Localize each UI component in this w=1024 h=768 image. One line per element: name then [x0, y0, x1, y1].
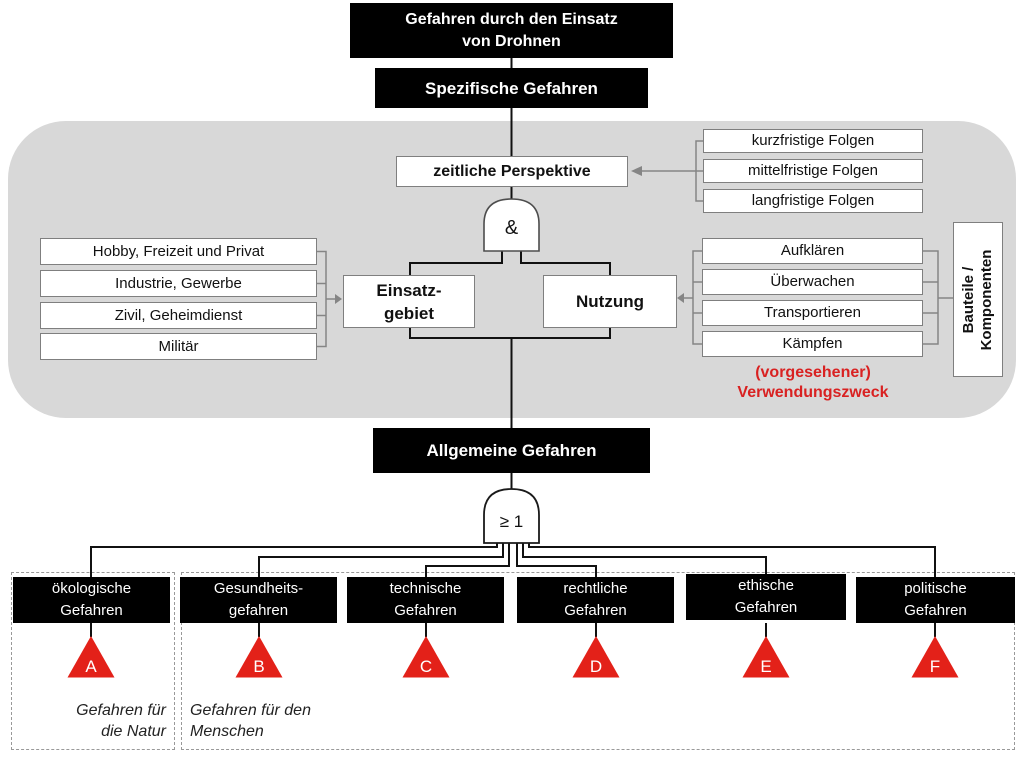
right-item-transportieren: Transportieren [702, 300, 923, 326]
hazard-line2: Gefahren [394, 602, 457, 619]
right-item-label: Transportieren [764, 304, 861, 321]
left-item-hobby: Hobby, Freizeit und Privat [40, 238, 317, 265]
verwendungszweck-line2: Verwendungszweck [737, 384, 889, 401]
verwendungszweck-line1: (vorgesehener) [755, 364, 871, 381]
triangle-e-label: E [760, 657, 771, 676]
hazard-line2: Gefahren [904, 602, 967, 619]
folgen-label: langfristige Folgen [751, 192, 875, 209]
bauteile-line1: Bauteile / [960, 266, 977, 333]
right-item-label: Kämpfen [782, 335, 843, 352]
and-gate [483, 198, 540, 252]
hazard-line1: ökologische [51, 580, 132, 597]
left-item-zivil: Zivil, Geheimdienst [40, 302, 317, 329]
transfer-symbols: A B C D E F [67, 636, 959, 678]
hazard-line2: Gefahren [564, 602, 627, 619]
triangle-b-icon [235, 636, 283, 678]
triangle-f-label: F [930, 657, 940, 676]
hazard-line1: rechtliche [563, 580, 628, 597]
root-title-line1: Gefahren durch den Einsatz [405, 10, 618, 28]
nutzung-box: Nutzung [543, 275, 677, 328]
general-hazards-box: Allgemeine Gefahren [373, 428, 650, 473]
hazard-box-ethisch: ethische Gefahren [686, 574, 846, 620]
bauteile-line2: Komponenten [978, 249, 995, 350]
folgen-item-kurzfristig: kurzfristige Folgen [703, 129, 923, 153]
triangle-c-label: C [420, 657, 432, 676]
tree-connectors [90, 58, 936, 637]
left-item-militaer: Militär [40, 333, 317, 360]
hazard-line1: politische [904, 580, 967, 597]
arrowhead-to-nutzung-icon [677, 293, 684, 303]
hazard-box-technisch: technische Gefahren [347, 577, 504, 623]
specific-hazards-label: Spezifische Gefahren [425, 78, 598, 98]
hazard-line1: technische [389, 580, 462, 597]
hazard-line1: Gesundheits- [213, 580, 304, 597]
arrowhead-to-temporal-icon [631, 166, 642, 176]
hazard-line2: gefahren [228, 602, 289, 619]
triangle-a-label: A [85, 657, 97, 676]
hazard-line1: ethische [738, 577, 794, 594]
caption-humans-line1: Gefahren für den [190, 702, 311, 719]
and-gate-label: & [505, 217, 519, 239]
bauteile-komponenten-label: Bauteile / Komponenten [960, 225, 996, 375]
temporal-perspective-label: zeitliche Perspektive [433, 162, 591, 180]
right-item-kaempfen: Kämpfen [702, 331, 923, 357]
general-hazards-label: Allgemeine Gefahren [426, 441, 597, 460]
bracket-connectors [317, 140, 953, 348]
hazard-box-oekologisch: ökologische Gefahren [13, 577, 170, 623]
or-gate-label: ≥ 1 [500, 512, 524, 531]
right-item-label: Aufklären [780, 242, 845, 259]
nutzung-label: Nutzung [576, 292, 644, 311]
triangle-a-icon [67, 636, 115, 678]
einsatzgebiet-line1: Einsatz- [376, 280, 442, 300]
verwendungszweck-caption: (vorgesehener) Verwendungszweck [703, 363, 923, 403]
folgen-label: kurzfristige Folgen [751, 132, 875, 149]
right-item-ueberwachen: Überwachen [702, 269, 923, 295]
triangle-b-label: B [253, 657, 264, 676]
einsatzgebiet-box: Einsatz- gebiet [343, 275, 475, 328]
einsatzgebiet-line2: gebiet [383, 303, 435, 323]
hazard-line2: Gefahren [734, 599, 798, 616]
triangle-e-icon [742, 636, 790, 678]
right-item-aufklaeren: Aufklären [702, 238, 923, 264]
caption-nature-line2: die Natur [101, 723, 166, 740]
folgen-label: mittelfristige Folgen [747, 162, 879, 179]
caption-nature-line1: Gefahren für [76, 702, 166, 719]
triangle-d-label: D [590, 657, 602, 676]
root-title-box: Gefahren durch den Einsatz von Drohnen [350, 3, 673, 58]
left-item-label: Zivil, Geheimdienst [114, 306, 243, 324]
triangle-f-icon [911, 636, 959, 678]
left-item-industrie: Industrie, Gewerbe [40, 270, 317, 297]
hazard-box-rechtlich: rechtliche Gefahren [517, 577, 674, 623]
or-gate [483, 488, 540, 544]
bauteile-komponenten-box: Bauteile / Komponenten [953, 222, 1003, 377]
right-item-label: Überwachen [770, 273, 855, 290]
left-item-label: Industrie, Gewerbe [115, 274, 242, 292]
caption-humans: Gefahren für den Menschen [190, 700, 490, 742]
caption-humans-line2: Menschen [190, 723, 264, 740]
triangle-d-icon [572, 636, 620, 678]
folgen-item-mittelfristig: mittelfristige Folgen [703, 159, 923, 183]
specific-hazards-box: Spezifische Gefahren [375, 68, 648, 108]
left-item-label: Hobby, Freizeit und Privat [92, 242, 265, 260]
hazard-box-politisch: politische Gefahren [856, 577, 1015, 623]
triangle-c-icon [402, 636, 450, 678]
left-item-label: Militär [158, 337, 199, 355]
folgen-item-langfristig: langfristige Folgen [703, 189, 923, 213]
hazard-line2: Gefahren [60, 602, 123, 619]
temporal-perspective-box: zeitliche Perspektive [396, 156, 628, 187]
hazard-box-gesundheit: Gesundheits- gefahren [180, 577, 337, 623]
arrowhead-to-einsatzgebiet-icon [335, 294, 342, 304]
caption-nature: Gefahren für die Natur [18, 700, 166, 742]
root-title-line2: von Drohnen [462, 32, 561, 50]
